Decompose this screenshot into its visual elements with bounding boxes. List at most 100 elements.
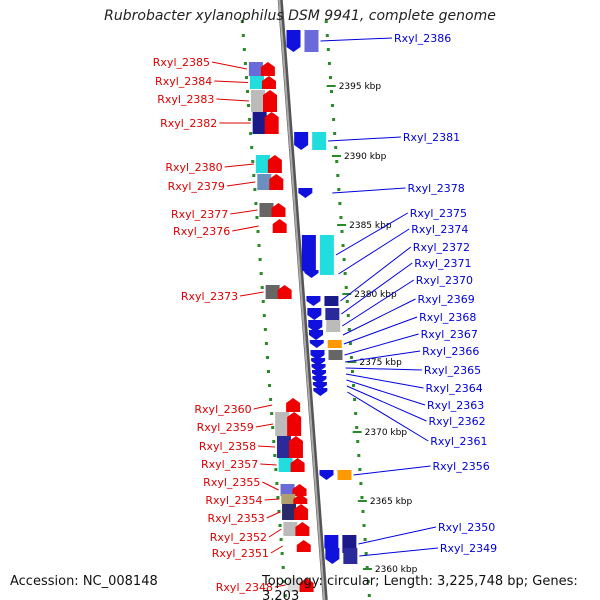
reverse-gene-box [312,132,327,150]
outer-tick-mark [335,160,339,163]
reverse-gene-leader [332,187,406,194]
forward-gene-leader [255,423,274,428]
scale-label: 2385 kbp [349,221,392,231]
forward-gene-arrow [286,398,301,412]
outer-tick-mark [337,188,341,191]
genome-backbone-highlight [278,0,326,600]
reverse-gene-leader [345,367,422,371]
reverse-gene-arrow [325,548,340,564]
outer-tick-mark [343,272,347,275]
reverse-gene-arrow [301,235,316,275]
forward-gene-arrow [264,112,279,134]
reverse-gene-box [337,470,352,480]
forward-gene-box [281,494,296,504]
forward-gene-label: Rxyl_2385 [153,56,210,69]
inner-tick-mark [280,552,284,555]
inner-tick-mark [268,384,272,387]
reverse-gene-label: Rxyl_2350 [438,521,495,534]
accession-label: Accession: NC_008148 [10,574,158,589]
reverse-gene-label: Rxyl_2371 [414,257,471,270]
forward-gene-label: Rxyl_2382 [160,117,217,130]
inner-tick-mark [242,48,246,51]
forward-gene-box [251,90,265,112]
reverse-gene-arrow [307,308,322,320]
outer-tick-mark [333,132,337,135]
outer-tick-mark [357,454,361,457]
forward-gene-leader [239,291,264,297]
forward-gene-leader [270,545,284,554]
reverse-gene-arrow [308,320,323,332]
inner-tick-mark [274,468,278,471]
reverse-gene-arrow [309,330,323,340]
inner-tick-mark [279,538,283,541]
outer-tick-mark [364,552,368,555]
outer-tick-mark [358,468,362,471]
scale-label: 2395 kbp [339,82,382,92]
forward-gene-leader [258,445,275,448]
forward-gene-arrow [271,203,286,217]
forward-gene-label: Rxyl_2377 [171,208,228,221]
outer-tick-mark [342,258,346,261]
inner-tick-mark [261,300,265,303]
scale-label: 2380 kbp [354,290,397,300]
scale-label: 2370 kbp [365,428,408,438]
reverse-gene-arrow [286,30,301,52]
inner-tick-mark [265,356,269,359]
forward-gene-label: Rxyl_2383 [157,93,214,106]
reverse-gene-label: Rxyl_2364 [426,382,483,395]
forward-gene-label: Rxyl_2354 [205,494,262,507]
reverse-gene-label: Rxyl_2366 [422,345,479,358]
forward-gene-box [259,203,274,217]
outer-tick-mark [344,286,348,289]
forward-gene-leader [268,528,282,538]
outer-tick-mark [354,412,358,415]
inner-tick-mark [278,524,282,527]
reverse-gene-label: Rxyl_2372 [413,241,470,254]
reverse-gene-arrow [311,358,326,366]
inner-tick-mark [276,496,280,499]
outer-tick-mark [366,580,370,583]
scale-label: 2375 kbp [359,358,402,368]
outer-tick-mark [340,230,344,233]
outer-tick-mark [338,202,342,205]
inner-tick-mark [240,20,244,23]
forward-gene-leader [274,584,286,588]
reverse-gene-label: Rxyl_2349 [440,542,497,555]
reverse-gene-leader [346,385,427,422]
forward-gene-label: Rxyl_2358 [199,440,256,453]
reverse-gene-leader [338,228,410,275]
outer-tick-mark [352,384,356,387]
reverse-gene-label: Rxyl_2365 [424,364,481,377]
reverse-gene-leader [342,298,416,336]
forward-gene-arrow [299,578,314,592]
reverse-gene-leader [358,526,437,545]
outer-tick-mark [334,146,338,149]
outer-tick-mark [360,496,364,499]
reverse-gene-box [319,235,334,275]
forward-gene-leader [211,61,247,70]
forward-gene-box [257,174,272,190]
forward-gene-label: Rxyl_2351 [212,547,269,560]
forward-gene-leader [226,181,256,187]
inner-tick-mark [257,244,261,247]
reverse-gene-leader [347,391,429,442]
reverse-gene-label: Rxyl_2356 [433,460,490,473]
outer-tick-mark [356,440,360,443]
forward-gene-leader [262,481,279,491]
outer-tick-mark [346,314,350,317]
inner-tick-mark [267,370,270,373]
reverse-gene-leader [345,350,421,363]
forward-gene-arrow [290,458,305,472]
forward-gene-label: Rxyl_2360 [194,403,251,416]
inner-tick-mark [247,104,251,107]
reverse-gene-leader [341,262,413,315]
reverse-gene-leader [328,136,401,142]
forward-gene-label: Rxyl_2359 [197,421,254,434]
reverse-gene-leader [340,246,412,302]
reverse-gene-label: Rxyl_2374 [411,223,468,236]
forward-gene-box [280,484,295,496]
reverse-gene-arrow [312,376,327,384]
reverse-gene-label: Rxyl_2381 [403,131,460,144]
forward-gene-box [287,578,302,592]
